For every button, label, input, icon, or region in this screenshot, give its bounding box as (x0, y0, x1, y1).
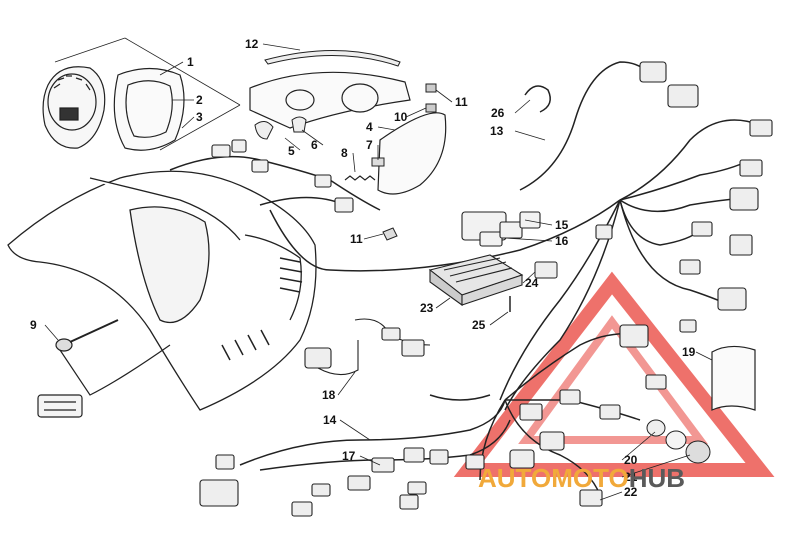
callout-6: 6 (311, 138, 318, 152)
speedometer-gauge (42, 66, 106, 149)
callout-22: 22 (624, 485, 638, 499)
grommet-20 (665, 430, 687, 450)
callout-21: 21 (624, 470, 638, 484)
callout-labels: 1 2 3 4 5 6 7 8 9 10 11 11 12 13 14 15 1… (30, 37, 696, 499)
connectors-right (595, 61, 773, 333)
callout-5: 5 (288, 144, 295, 158)
callout-10: 10 (394, 110, 408, 124)
leader-lines-1 (54, 37, 241, 151)
regulator-connector-24 (534, 261, 558, 279)
connector-set-upper (211, 139, 354, 213)
spring-part-8 (344, 175, 376, 181)
callout-16: 16 (555, 234, 569, 248)
clamp-ring-26 (524, 85, 551, 113)
connector-18 (304, 318, 431, 376)
callout-18: 18 (322, 388, 336, 402)
gauge-bezel (113, 67, 185, 151)
callout-25: 25 (472, 318, 486, 332)
watermark-logo: AUTOMOTOHUB (478, 463, 685, 493)
grommet-21 (685, 440, 711, 464)
headlight-housing (377, 112, 447, 195)
callout-26: 26 (491, 106, 505, 120)
callout-7: 7 (366, 138, 373, 152)
callout-12: 12 (245, 37, 259, 51)
callout-15: 15 (555, 218, 569, 232)
bulb-part-5 (254, 121, 274, 140)
callout-8: 8 (341, 146, 348, 160)
clip-part-11 (425, 83, 437, 93)
bulb-part-6 (291, 116, 307, 133)
callout-leaders (44, 89, 713, 501)
sensor-part-9 (37, 319, 171, 418)
callout-24: 24 (525, 276, 539, 290)
callout-4: 4 (366, 120, 373, 134)
watermark-moto: MOTO (551, 463, 629, 493)
callout-17: 17 (342, 449, 356, 463)
callout-11-upper: 11 (455, 95, 468, 109)
callout-9: 9 (30, 318, 37, 332)
bulb-socket-10 (425, 103, 437, 113)
watermark-hub: HUB (629, 463, 685, 493)
hood-vents (221, 257, 303, 361)
connectors-lower (199, 324, 667, 517)
watermark-auto: AUTO (478, 463, 551, 493)
callout-3: 3 (196, 110, 203, 124)
clip-part-11-lower (382, 227, 398, 241)
voltage-regulator-23 (428, 254, 524, 307)
callout-19: 19 (682, 345, 696, 359)
callout-2: 2 (196, 93, 203, 107)
callout-14: 14 (323, 413, 337, 427)
callout-20: 20 (624, 453, 638, 467)
trim-strip (264, 50, 401, 67)
sleeve-19 (711, 345, 756, 411)
plug-near-20 (646, 419, 666, 437)
callout-13: 13 (490, 124, 504, 138)
relay-module-15-16 (461, 211, 541, 247)
callout-11-lower: 11 (350, 232, 363, 246)
svg-text:AUTOMOTOHUB: AUTOMOTOHUB (478, 463, 685, 493)
headlight-bracket (249, 71, 411, 129)
hood-body (7, 170, 317, 411)
callout-1: 1 (187, 55, 194, 69)
callout-23: 23 (420, 301, 434, 315)
